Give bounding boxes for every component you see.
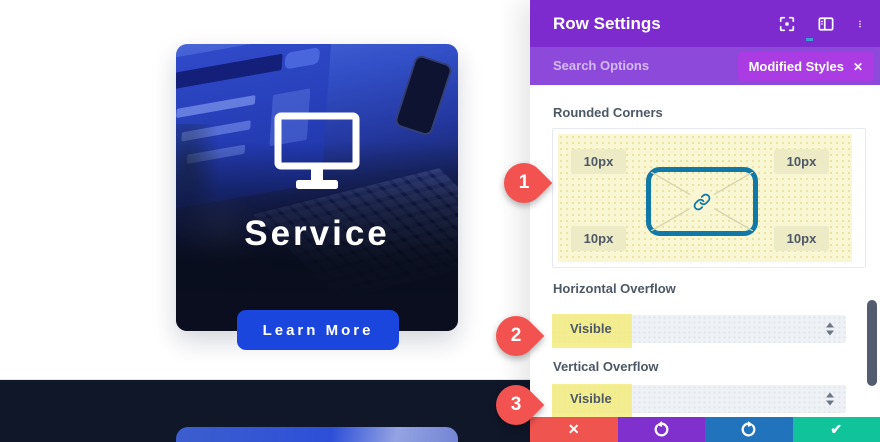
panel-action-bar: ✕ ✔: [530, 417, 880, 442]
vertical-overflow-select[interactable]: Visible: [552, 385, 846, 413]
header-icons: [778, 15, 864, 33]
corner-bottom-left-input[interactable]: 10px: [571, 226, 626, 251]
modified-style-highlight: [552, 314, 632, 348]
row-settings-panel: Row Settings Sea: [530, 0, 880, 442]
vertical-overflow-value: Visible: [570, 391, 612, 406]
close-icon[interactable]: ✕: [852, 59, 863, 74]
monitor-icon: [273, 112, 361, 190]
corner-top-right-input[interactable]: 10px: [774, 149, 829, 174]
modified-style-highlight-area: 10px 10px 10px 10px: [558, 134, 852, 262]
partial-element-sliver: [806, 38, 813, 41]
focus-icon[interactable]: [778, 15, 796, 33]
annotation-marker-2: 2: [487, 307, 545, 365]
horizontal-overflow-select[interactable]: Visible: [552, 315, 846, 343]
chevron-up-down-icon: [826, 322, 834, 336]
page-preview: Service Learn More: [0, 44, 530, 442]
corner-top-left-input[interactable]: 10px: [571, 149, 626, 174]
service-card: Service: [176, 44, 458, 331]
horizontal-overflow-value: Visible: [570, 321, 612, 336]
badge-label: Modified Styles: [748, 59, 844, 74]
next-card-top: [176, 427, 458, 442]
discard-button[interactable]: ✕: [530, 417, 618, 442]
panel-title: Row Settings: [553, 13, 661, 33]
corners-preview-rect: [646, 167, 758, 236]
learn-more-button[interactable]: Learn More: [237, 310, 399, 350]
undo-icon: [654, 421, 669, 437]
undo-button[interactable]: [617, 417, 705, 442]
kebab-menu-icon[interactable]: [856, 15, 864, 33]
check-icon: ✔: [830, 421, 843, 437]
modified-styles-badge[interactable]: Modified Styles ✕: [737, 52, 874, 81]
modified-style-highlight: [552, 384, 632, 417]
panel-header: Row Settings: [530, 0, 880, 47]
annotation-marker-3: 3: [487, 376, 545, 434]
save-button[interactable]: ✔: [792, 417, 880, 442]
rounded-corners-control: 10px 10px 10px 10px: [552, 128, 866, 268]
close-icon: ✕: [567, 421, 580, 437]
corner-bottom-right-input[interactable]: 10px: [774, 226, 829, 251]
card-title: Service: [244, 214, 390, 253]
settings-content: Rounded Corners 10px 10px 10px 10px: [530, 85, 880, 417]
vertical-overflow-label: Vertical Overflow: [553, 359, 659, 374]
rounded-corners-label: Rounded Corners: [553, 105, 663, 120]
link-icon[interactable]: [688, 187, 716, 216]
chevron-up-down-icon: [826, 392, 834, 406]
redo-icon: [741, 421, 756, 437]
annotation-marker-1: 1: [495, 154, 553, 212]
search-input[interactable]: Search Options: [553, 58, 650, 73]
horizontal-overflow-label: Horizontal Overflow: [553, 281, 676, 296]
layout-columns-icon[interactable]: [817, 15, 835, 33]
panel-scrollbar[interactable]: [867, 300, 877, 386]
search-options-bar[interactable]: Search Options Modified Styles ✕: [530, 47, 880, 85]
redo-button[interactable]: [705, 417, 793, 442]
